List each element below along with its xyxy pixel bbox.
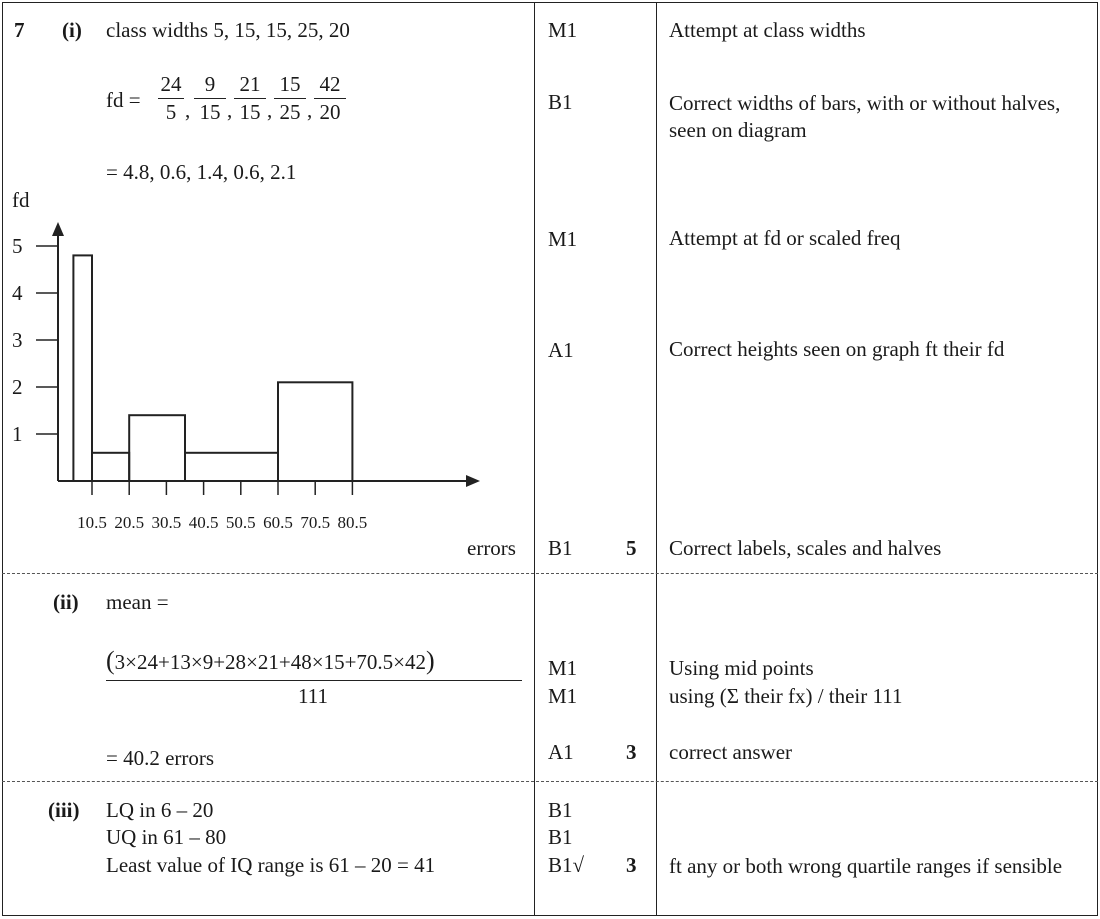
fraction-4-bar xyxy=(274,98,306,99)
column-divider-marks xyxy=(534,2,535,915)
histogram-bar xyxy=(128,414,186,483)
comment-i-2: Correct widths of bars, with or without … xyxy=(669,91,1061,142)
part-i-label: (i) xyxy=(62,18,82,42)
comment-ii-2: using (Σ their fx) / their 111 xyxy=(669,684,903,708)
fraction-2-bar xyxy=(194,98,226,99)
y-axis-label: fd xyxy=(12,188,30,212)
fraction-1-bar xyxy=(158,98,184,99)
fraction-2: 9 15 xyxy=(194,74,226,123)
x-tick-label: 60.5 xyxy=(263,513,293,532)
histogram-bar xyxy=(91,451,131,482)
mark-ii-3: A1 xyxy=(548,740,574,764)
column-divider-comments xyxy=(656,2,657,915)
mean-answer: = 40.2 errors xyxy=(106,746,215,770)
section-divider-iii xyxy=(2,781,1098,782)
part-iii-label: (iii) xyxy=(48,798,80,822)
right-paren: ) xyxy=(426,646,435,675)
x-tick-label: 50.5 xyxy=(226,513,256,532)
fraction-3-num: 21 xyxy=(239,72,261,96)
table-bottom-border xyxy=(2,915,1098,916)
mark-i-5: B1 xyxy=(548,536,573,560)
comment-i-5: Correct labels, scales and halves xyxy=(669,536,942,560)
x-tick-label: 70.5 xyxy=(300,513,330,532)
total-i: 5 xyxy=(626,536,637,560)
fraction-4: 15 25 xyxy=(274,74,306,123)
x-axis-arrow-icon xyxy=(466,475,480,487)
fraction-5-den: 20 xyxy=(319,100,341,124)
x-tick-label: 80.5 xyxy=(338,513,368,532)
fraction-sep-3: , xyxy=(267,98,273,122)
y-tick-label: 5 xyxy=(12,234,23,258)
mean-label: mean = xyxy=(106,590,169,614)
comment-iii: ft any or both wrong quartile ranges if … xyxy=(669,854,1063,878)
part-iii-line-3: Least value of IQ range is 61 – 20 = 41 xyxy=(106,853,436,877)
fraction-2-den: 15 xyxy=(199,100,221,124)
y-tick-label: 3 xyxy=(12,328,23,352)
fraction-sep-4: , xyxy=(307,98,313,122)
question-number: 7 xyxy=(14,18,25,42)
mean-numerator: (3×24+13×9+28×21+48×15+70.5×42) xyxy=(106,648,435,674)
x-tick-label: 20.5 xyxy=(114,513,144,532)
mark-i-1: M1 xyxy=(548,18,578,42)
table-left-border xyxy=(2,2,3,915)
comment-i-1: Attempt at class widths xyxy=(669,18,866,42)
comment-ii-1: Using mid points xyxy=(669,656,814,680)
fraction-3-den: 15 xyxy=(239,100,261,124)
table-top-border xyxy=(2,2,1098,3)
y-tick-label: 2 xyxy=(12,375,23,399)
section-divider-ii xyxy=(2,573,1098,574)
fraction-1: 24 5 xyxy=(158,74,184,123)
y-tick-label: 1 xyxy=(12,422,23,446)
comment-i-3: Attempt at fd or scaled freq xyxy=(669,226,901,250)
mark-ii-2: M1 xyxy=(548,684,578,708)
x-tick-label: 10.5 xyxy=(77,513,107,532)
y-tick-label: 4 xyxy=(12,281,23,305)
x-tick-label: 30.5 xyxy=(152,513,182,532)
fraction-4-den: 25 xyxy=(279,100,301,124)
comment-i-4: Correct heights seen on graph ft their f… xyxy=(669,337,1005,361)
histogram-bar xyxy=(184,451,279,482)
fraction-sep-1: , xyxy=(185,98,191,122)
histogram-bar xyxy=(72,254,94,482)
mark-iii-1: B1 xyxy=(548,798,573,822)
mean-denominator: 111 xyxy=(298,684,328,708)
fraction-sep-2: , xyxy=(227,98,233,122)
total-iii: 3 xyxy=(626,853,637,877)
x-tick-label: 40.5 xyxy=(189,513,219,532)
mark-iii-3: B1√ xyxy=(548,853,585,877)
fd-values: = 4.8, 0.6, 1.4, 0.6, 2.1 xyxy=(106,160,297,184)
fraction-4-num: 15 xyxy=(279,72,301,96)
mark-i-4: A1 xyxy=(548,338,574,362)
numerator-expr: 3×24+13×9+28×21+48×15+70.5×42 xyxy=(114,650,427,674)
histogram: 1 2 3 4 5 10.5 20.5 30.5 40.5 50.5 60.5 70.5 80.5 xyxy=(12,222,480,532)
fraction-2-num: 9 xyxy=(204,72,216,96)
mean-fraction-bar xyxy=(106,680,522,681)
fraction-1-den: 5 xyxy=(165,100,177,124)
total-ii: 3 xyxy=(626,740,637,764)
mark-ii-1: M1 xyxy=(548,656,578,680)
left-paren: ( xyxy=(106,646,115,675)
class-widths-text: class widths 5, 15, 15, 25, 20 xyxy=(106,18,350,42)
mark-i-2: B1 xyxy=(548,90,573,114)
comment-ii-3: correct answer xyxy=(669,740,793,764)
part-iii-line-2: UQ in 61 – 80 xyxy=(106,825,227,849)
y-axis-arrow-icon xyxy=(52,222,64,236)
fd-prefix: fd = xyxy=(106,88,141,112)
histogram-bar xyxy=(277,381,354,482)
table-right-border xyxy=(1097,2,1098,915)
fraction-5-bar xyxy=(314,98,346,99)
fraction-1-num: 24 xyxy=(160,72,182,96)
fraction-5: 42 20 xyxy=(314,74,346,123)
x-axis-label: errors xyxy=(467,536,516,560)
fraction-5-num: 42 xyxy=(319,72,341,96)
part-ii-label: (ii) xyxy=(53,590,79,614)
mark-iii-2: B1 xyxy=(548,825,573,849)
fraction-3-bar xyxy=(234,98,266,99)
fraction-3: 21 15 xyxy=(234,74,266,123)
part-iii-line-1: LQ in 6 – 20 xyxy=(106,798,214,822)
mark-i-3: M1 xyxy=(548,227,578,251)
